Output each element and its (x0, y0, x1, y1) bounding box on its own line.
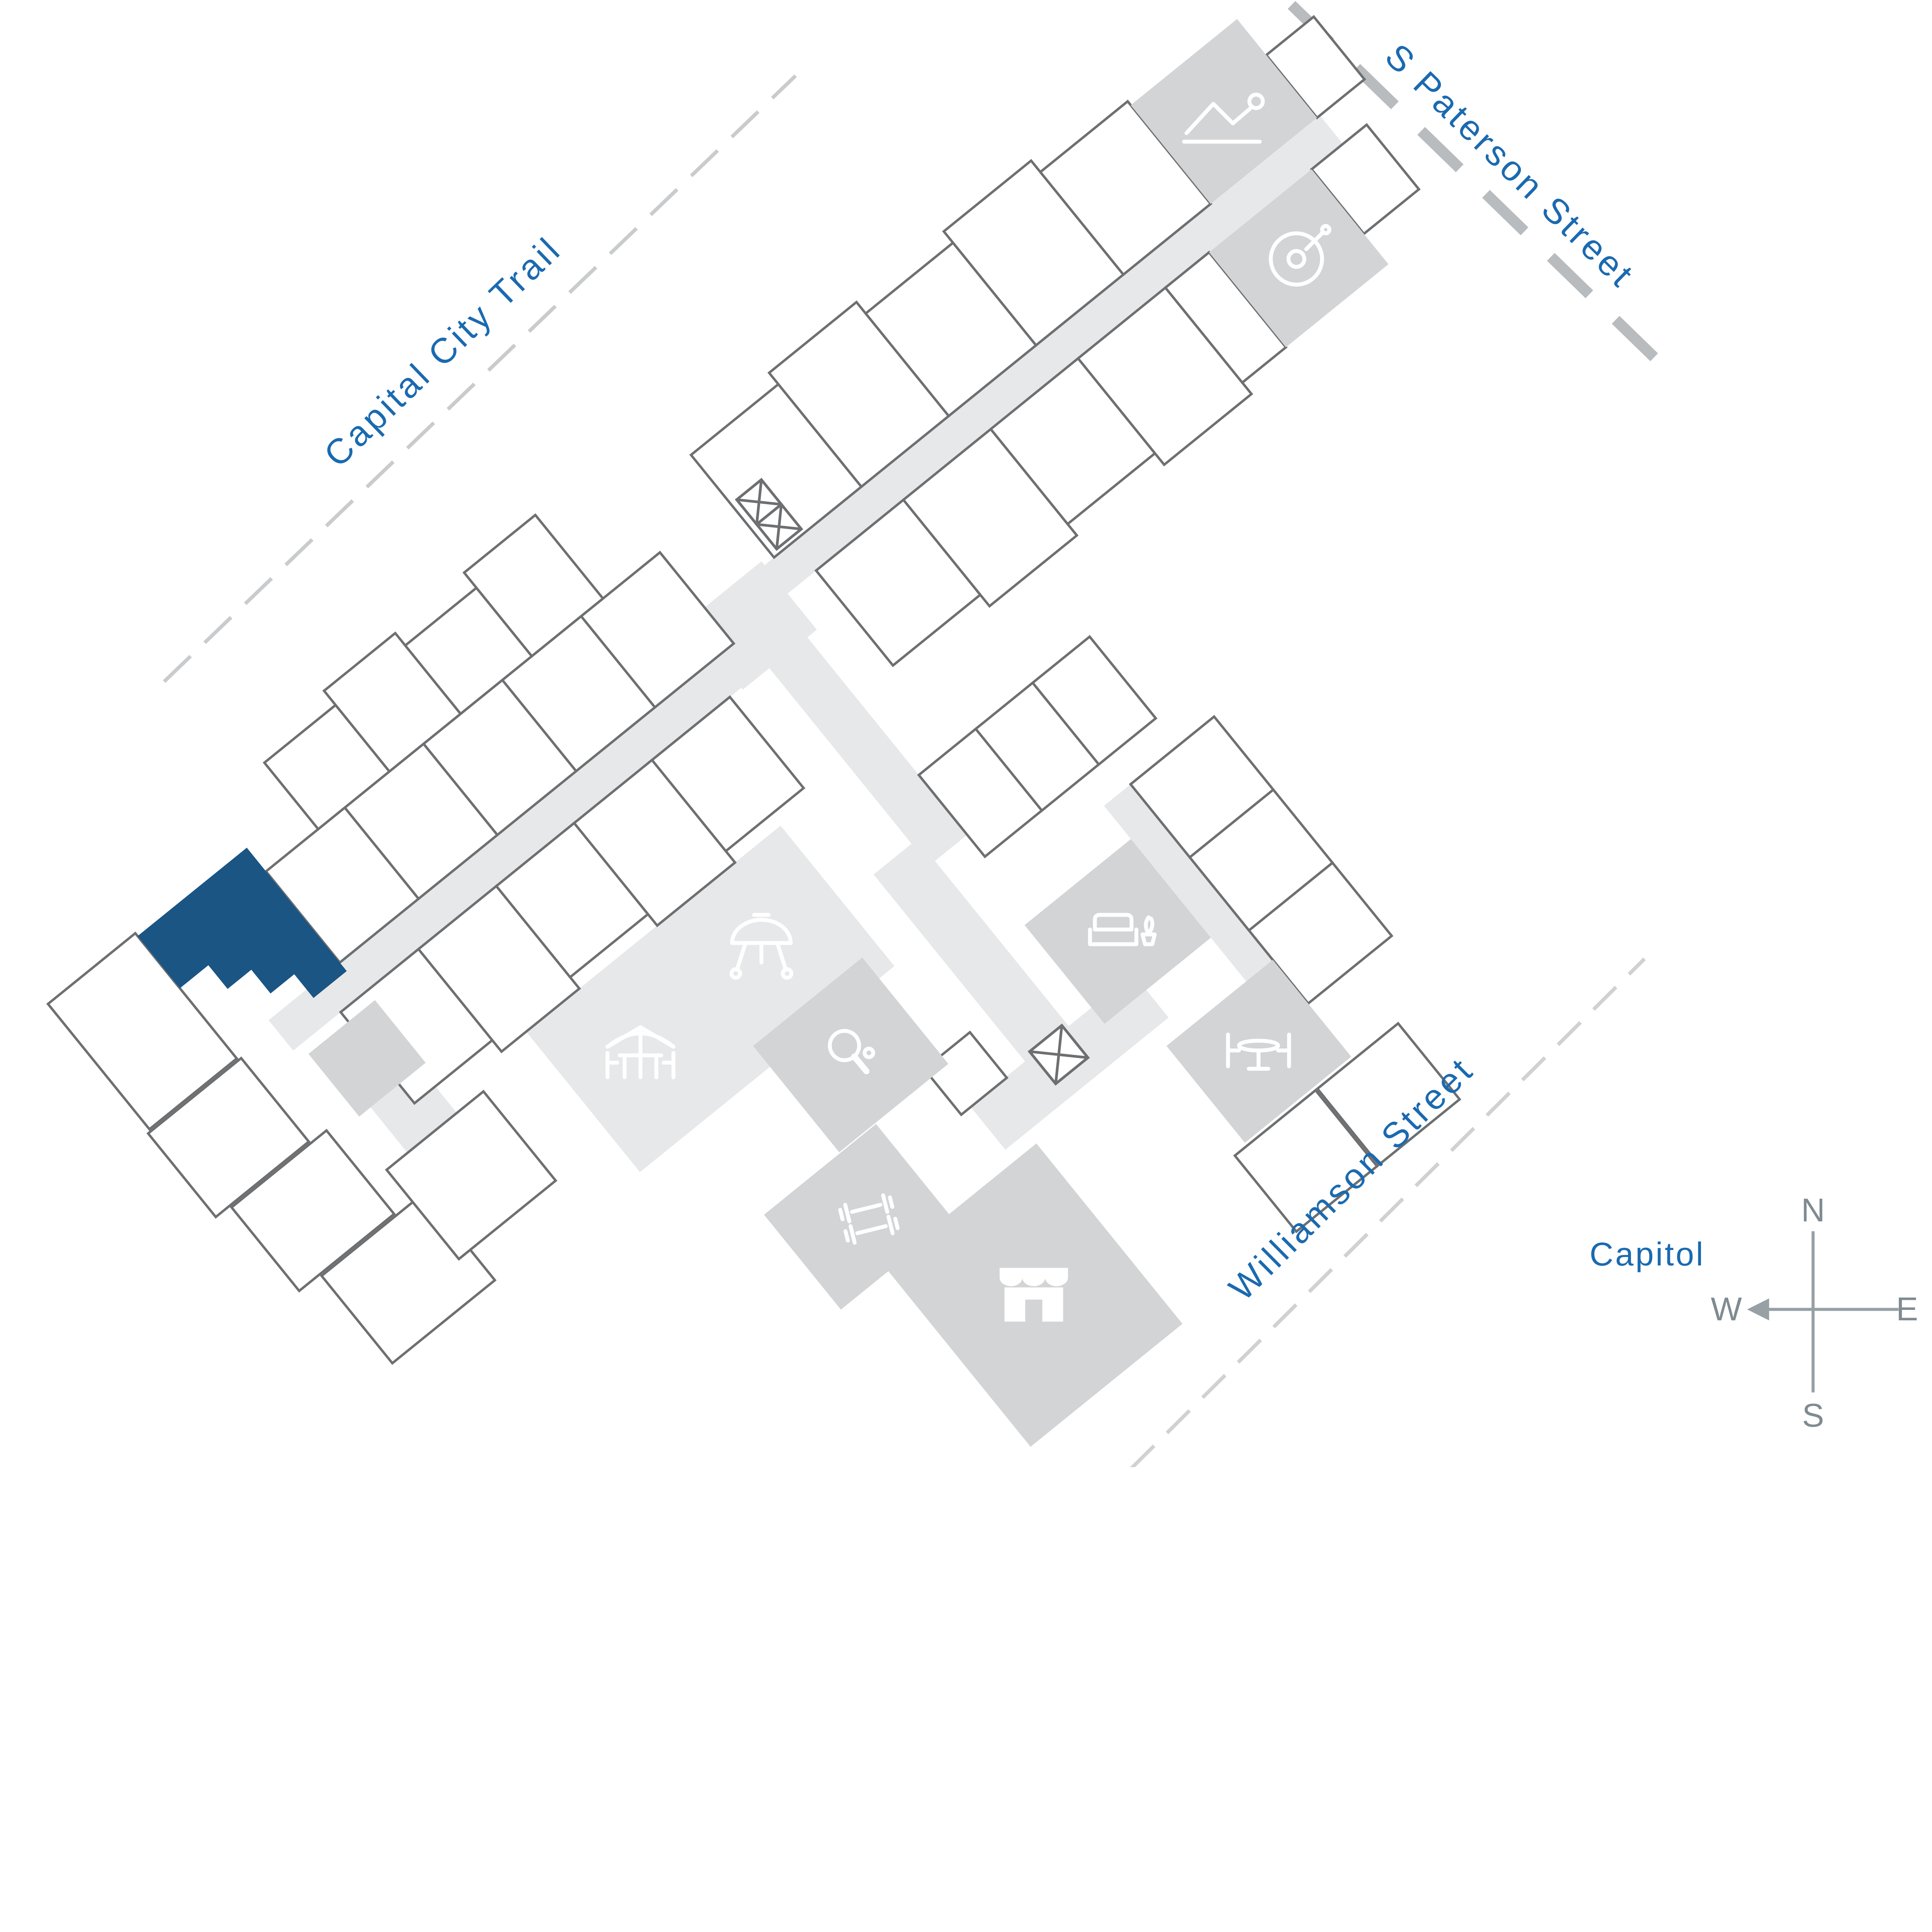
storefront-icon (999, 1268, 1068, 1322)
elevator-icon (735, 478, 803, 551)
unit (1163, 250, 1288, 384)
building-complex (46, 15, 1461, 1447)
corridor-cluster-east (1104, 784, 1311, 1029)
compass-north-label: N (1801, 1192, 1825, 1229)
unit (230, 1129, 396, 1293)
umbrella-table-icon (605, 1025, 675, 1080)
highlighted-unit[interactable] (138, 847, 347, 1060)
corridor-west-wing (269, 636, 768, 1051)
ping-pong-icon (828, 1029, 875, 1075)
unit (385, 1090, 558, 1261)
bbq-grill-icon (730, 913, 794, 980)
compass-west-arrow-icon (1747, 1298, 1769, 1321)
williamson-street-line (1130, 957, 1646, 1467)
patio-terrace (526, 825, 895, 1172)
unit (1038, 99, 1213, 277)
unit (1247, 861, 1394, 1005)
s-paterson-street-label: S Paterson Street (1378, 36, 1642, 296)
music-room (1209, 169, 1389, 347)
fitness-room (764, 1124, 953, 1310)
unit (650, 695, 806, 853)
dining-table-icon (1226, 1032, 1291, 1071)
unit (579, 551, 736, 709)
site-plan-map: Capital City Trail S Paterson Street Wil… (46, 1, 1918, 1467)
amenity-icons (605, 92, 1332, 1322)
unit (146, 1056, 311, 1219)
walkways (269, 115, 1343, 1185)
amenity-room-west (308, 1000, 426, 1117)
capital-city-trail-line (163, 74, 797, 683)
unit (922, 1030, 1009, 1117)
north-wing-units (689, 15, 1421, 667)
unit (1316, 1022, 1461, 1167)
record-player-icon (1269, 224, 1332, 287)
compass-south-label: S (1802, 1397, 1824, 1434)
corridor-north-wing (693, 115, 1343, 651)
compass-east-label: E (1896, 1291, 1918, 1328)
capitol-label: Capitol (1590, 1236, 1705, 1273)
corridor-to-south-cluster (768, 635, 968, 866)
unit (1031, 635, 1158, 766)
west-wing-units (46, 513, 806, 1365)
yoga-icon (1182, 92, 1265, 144)
unit (46, 931, 239, 1131)
capital-city-trail-label: Capital City Trail (316, 229, 569, 474)
elevator-icon (1027, 1023, 1090, 1086)
corridor-cluster-vertical (873, 839, 1075, 1069)
table-tennis-room (753, 957, 949, 1152)
yoga-studio-room (1131, 19, 1317, 204)
armchair-icon (1088, 913, 1157, 946)
corridor-junction (687, 561, 817, 690)
compass-west-label: W (1711, 1291, 1742, 1328)
compass: N S W E (1711, 1192, 1918, 1434)
dumbbells-icon (838, 1193, 900, 1245)
unit (1233, 1088, 1379, 1233)
unit (462, 513, 605, 658)
